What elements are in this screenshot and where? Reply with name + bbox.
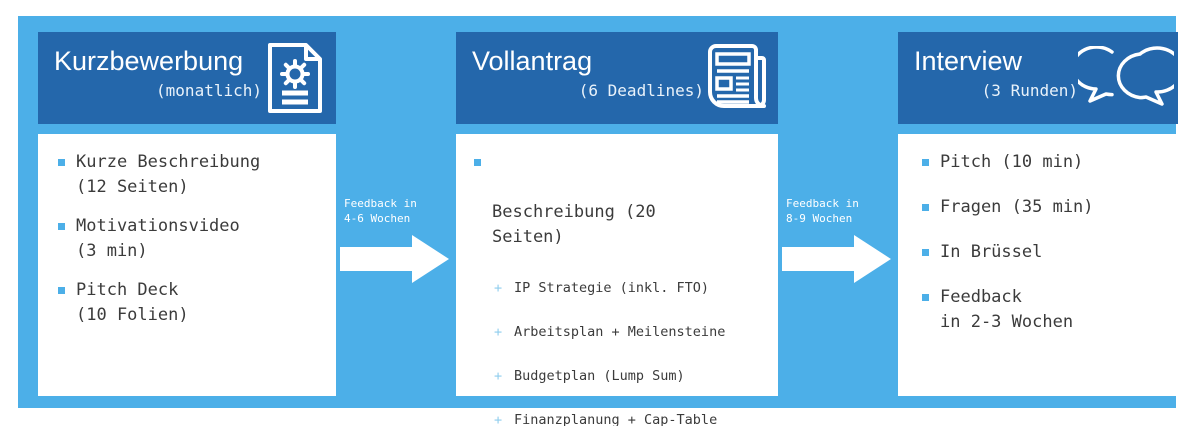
list-item: Pitch (10 min) — [920, 150, 1168, 175]
requirements-list: Pitch (10 min) Fragen (35 min) In Brüsse… — [920, 150, 1168, 335]
bullet-square-icon — [58, 287, 65, 294]
sub-list-item-text: Finanzplanung + Cap-Table — [514, 412, 718, 426]
stage-title: Interview — [914, 46, 1023, 76]
stage-header-text: Kurzbewerbung (monatlich) — [54, 42, 262, 102]
right-arrow-icon — [782, 234, 892, 284]
bullet-square-icon — [58, 159, 65, 166]
plus-bullet-icon: + — [494, 324, 503, 340]
stage-subtitle: (6 Deadlines) — [578, 81, 704, 100]
connector-label: Feedback in 8-9 Wochen — [786, 197, 859, 225]
stage-column-kurzbewerbung: Kurzbewerbung (monatlich) — [38, 32, 336, 396]
list-item-text: Kurze Beschreibung (12 Seiten) — [76, 152, 261, 197]
stage-subtitle: (3 Runden) — [981, 81, 1078, 100]
list-item-text: Pitch Deck (10 Folien) — [76, 280, 189, 325]
stage-header-kurzbewerbung: Kurzbewerbung (monatlich) — [38, 32, 336, 124]
list-item: Kurze Beschreibung (12 Seiten) — [56, 150, 326, 200]
connector-kurzbewerbung-to-vollantrag: Feedback in 4-6 Wochen — [336, 196, 456, 284]
stage-title: Vollantrag — [472, 46, 593, 76]
stage-subtitle: (monatlich) — [156, 81, 262, 100]
sub-list-item: + Arbeitsplan + Meilensteine — [492, 323, 768, 342]
list-item: Fragen (35 min) — [920, 195, 1168, 220]
list-item-text: Pitch (10 min) — [940, 152, 1084, 172]
bullet-square-icon — [58, 223, 65, 230]
bullet-square-icon — [922, 204, 929, 211]
list-item-text: Feedback in 2-3 Wochen — [940, 287, 1074, 332]
stage-header-text: Interview (3 Runden) — [914, 42, 1078, 102]
bullet-square-icon — [922, 159, 929, 166]
connector-label: Feedback in 4-6 Wochen — [344, 197, 417, 225]
stage-header-interview: Interview (3 Runden) — [898, 32, 1184, 124]
stage-title: Kurzbewerbung — [54, 46, 244, 76]
bullet-square-icon — [922, 249, 929, 256]
list-item: Feedback in 2-3 Wochen — [920, 285, 1168, 335]
connector-vollantrag-to-interview: Feedback in 8-9 Wochen — [778, 196, 898, 284]
sub-list-item: + IP Strategie (inkl. FTO) — [492, 279, 768, 298]
list-item: Beschreibung (20 Seiten) + IP Strategie (… — [472, 150, 768, 426]
requirements-list: Beschreibung (20 Seiten) + IP Strategie (… — [472, 150, 768, 426]
bullet-square-icon — [922, 294, 929, 301]
stage-body-kurzbewerbung: Kurze Beschreibung (12 Seiten) Motivatio… — [38, 134, 336, 396]
newspaper-icon — [704, 40, 770, 116]
sub-list-item: + Budgetplan (Lump Sum) — [492, 367, 768, 386]
stage-body-vollantrag: Beschreibung (20 Seiten) + IP Strategie (… — [456, 134, 778, 426]
sub-list-item-text: Budgetplan (Lump Sum) — [514, 368, 685, 384]
plus-bullet-icon: + — [494, 280, 503, 296]
plus-bullet-icon: + — [494, 412, 503, 426]
document-gear-icon — [262, 40, 328, 116]
list-item: Pitch Deck (10 Folien) — [56, 278, 326, 328]
speech-bubbles-icon — [1070, 45, 1184, 110]
sub-requirements-list: + IP Strategie (inkl. FTO) + Arbeitsplan +… — [492, 254, 768, 426]
list-item: In Brüssel — [920, 240, 1168, 265]
stage-header-text: Vollantrag (6 Deadlines) — [472, 42, 704, 102]
sub-list-item: + Finanzplanung + Cap-Table — [492, 411, 768, 426]
list-item-text: In Brüssel — [940, 242, 1043, 262]
stage-header-vollantrag: Vollantrag (6 Deadlines) — [456, 32, 778, 124]
bullet-square-icon — [474, 159, 481, 166]
stage-body-interview: Pitch (10 min) Fragen (35 min) In Brüsse… — [898, 134, 1178, 396]
sub-list-item-text: IP Strategie (inkl. FTO) — [514, 280, 710, 296]
list-item-text: Motivationsvideo (3 min) — [76, 216, 240, 261]
list-item: Motivationsvideo (3 min) — [56, 214, 326, 264]
requirements-list: Kurze Beschreibung (12 Seiten) Motivatio… — [56, 150, 326, 328]
sub-list-item-text: Arbeitsplan + Meilensteine — [514, 324, 726, 340]
plus-bullet-icon: + — [494, 368, 503, 384]
stage-column-vollantrag: Vollantrag (6 Deadlines) — [456, 32, 778, 426]
right-arrow-icon — [340, 234, 450, 284]
stage-column-interview: Interview (3 Runden) Pitch (10 min) Frag… — [898, 32, 1184, 396]
list-item-text: Fragen (35 min) — [940, 197, 1094, 217]
list-item-text: Beschreibung (20 Seiten) — [492, 202, 656, 247]
